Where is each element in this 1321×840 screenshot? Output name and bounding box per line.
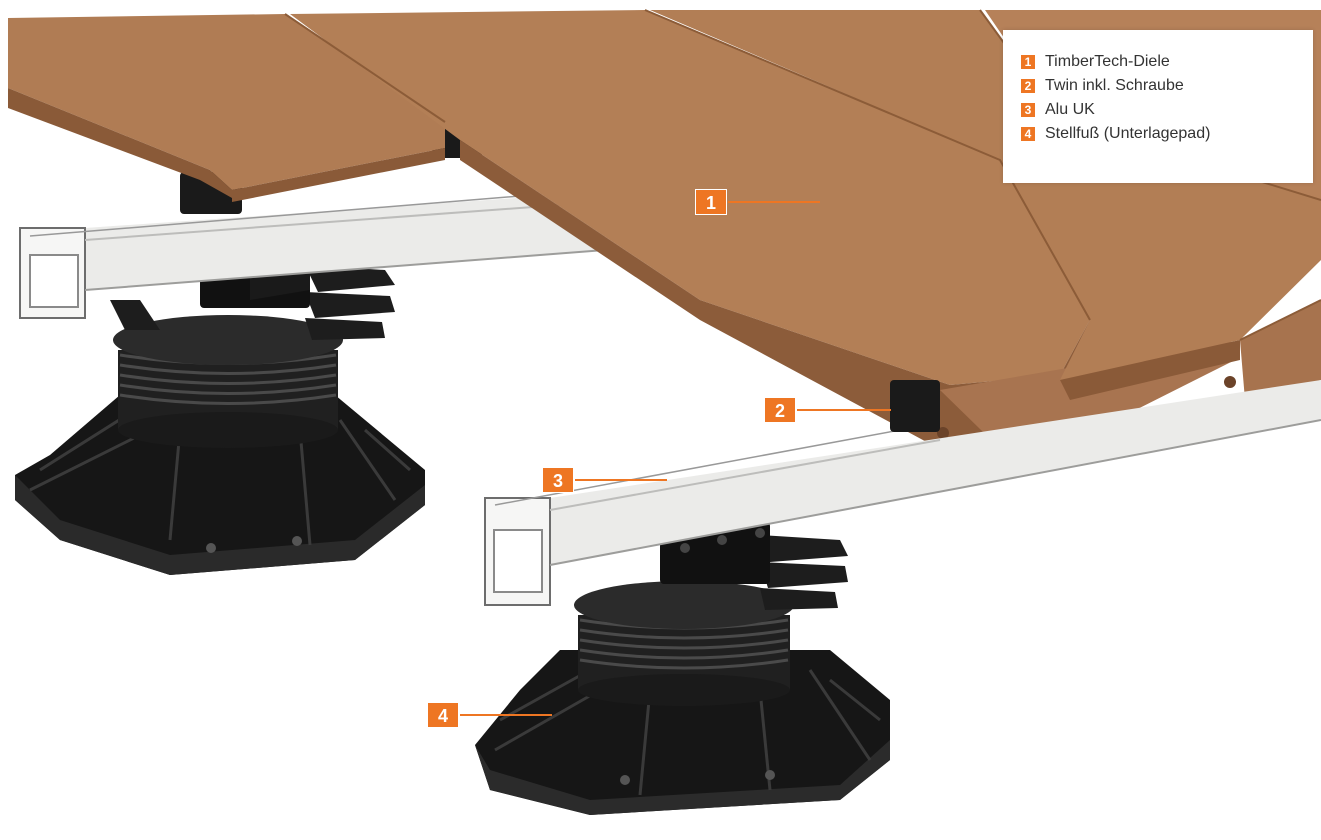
callout-2-leader [797, 409, 891, 411]
legend-item: 2 Twin inkl. Schraube [1021, 74, 1295, 98]
callout-2-badge: 2 [764, 397, 796, 423]
callout-4-leader [460, 714, 552, 716]
right-pedestal [475, 522, 890, 815]
legend-item: 3 Alu UK [1021, 98, 1295, 122]
legend-label: Stellfuß (Unterlagepad) [1045, 125, 1211, 142]
legend-label: Twin inkl. Schraube [1045, 77, 1184, 94]
callout-3-badge: 3 [542, 467, 574, 493]
right-twin-clip [890, 380, 940, 432]
legend-box: 1 TimberTech-Diele 2 Twin inkl. Schraube… [1003, 30, 1313, 183]
left-alu-rail [19, 195, 606, 319]
legend-label: TimberTech-Diele [1045, 53, 1170, 70]
callout-3-leader [575, 479, 667, 481]
legend-number-badge: 3 [1021, 103, 1035, 117]
callout-1-leader [728, 201, 820, 203]
callout-4-badge: 4 [427, 702, 459, 728]
legend-item: 4 Stellfuß (Unterlagepad) [1021, 122, 1295, 146]
callout-1-badge: 1 [695, 189, 727, 215]
legend-number-badge: 2 [1021, 79, 1035, 93]
left-pedestal [15, 232, 425, 575]
legend-label: Alu UK [1045, 101, 1095, 118]
right-alu-rail [484, 380, 1321, 606]
legend-item: 1 TimberTech-Diele [1021, 50, 1295, 74]
legend-number-badge: 1 [1021, 55, 1035, 69]
legend-number-badge: 4 [1021, 127, 1035, 141]
